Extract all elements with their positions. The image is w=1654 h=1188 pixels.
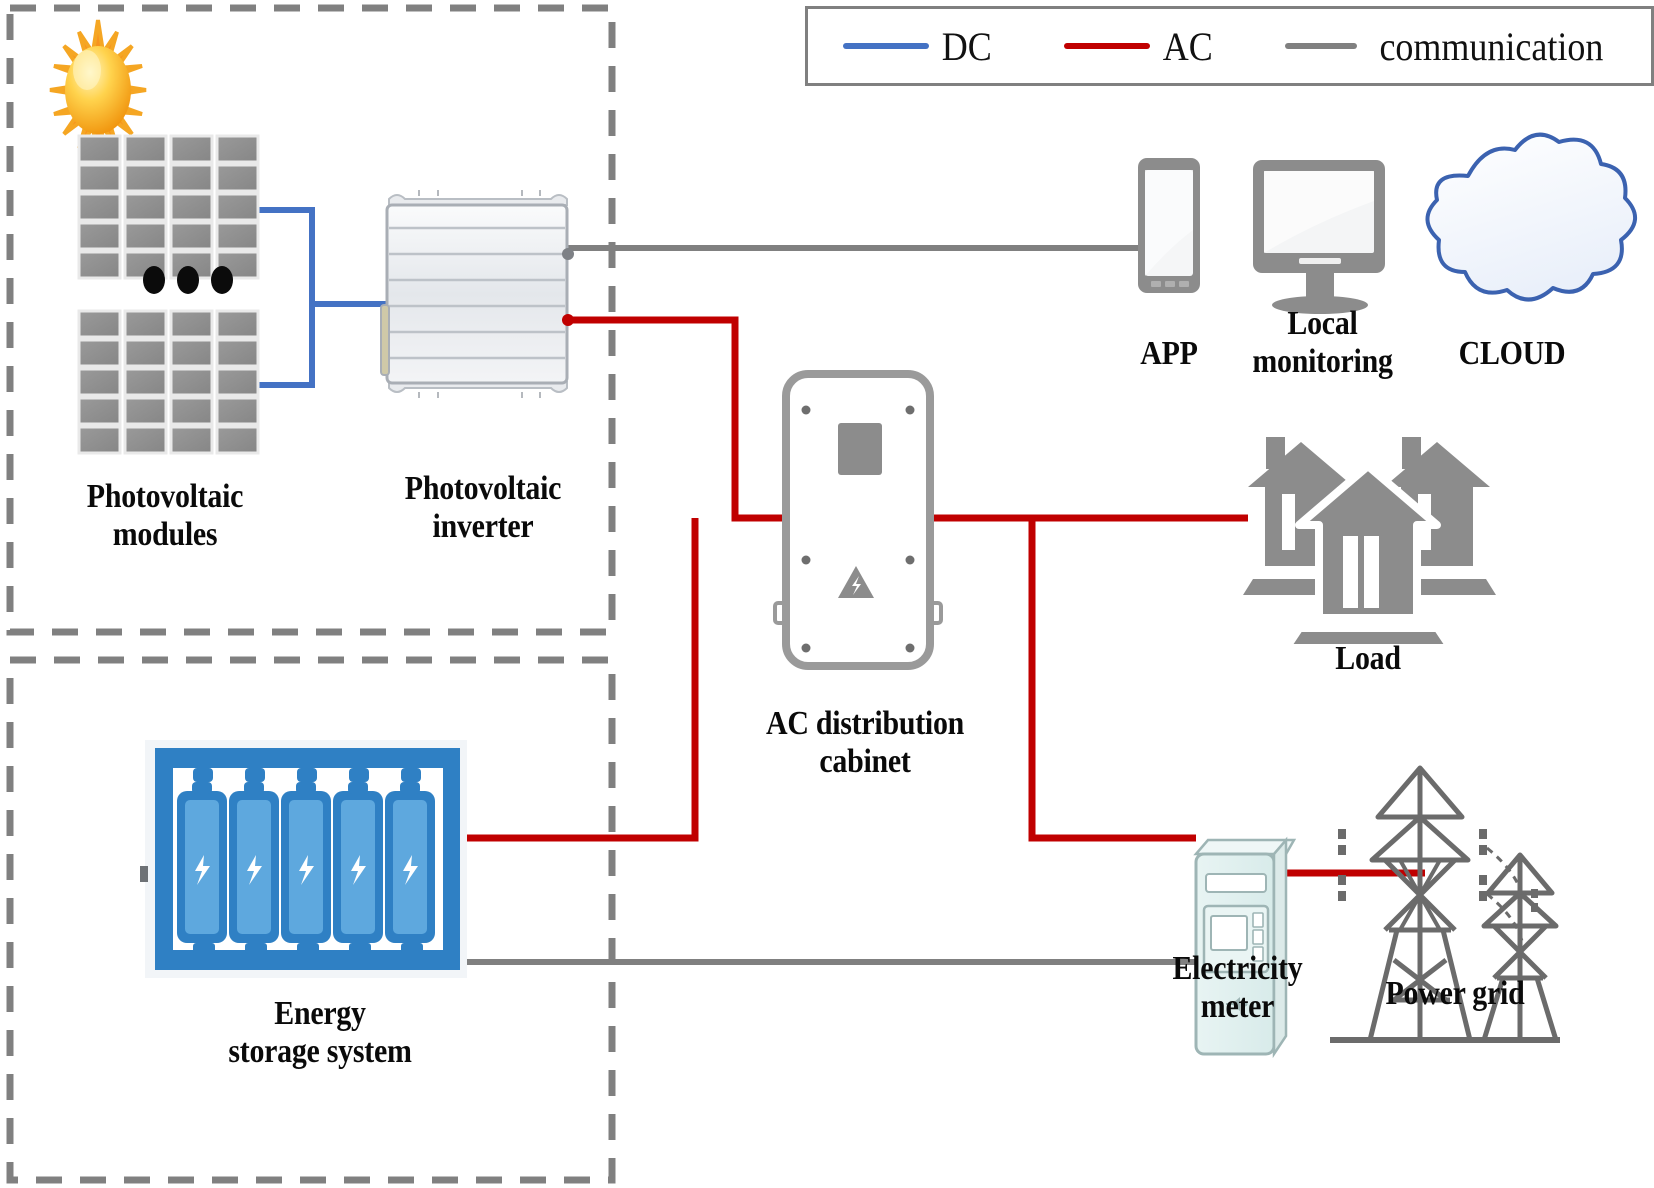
legend-item-communication: communication xyxy=(1285,23,1616,70)
dc-line-swatch xyxy=(842,43,929,49)
communication-line-swatch xyxy=(1285,43,1358,49)
smartphone-icon xyxy=(1138,158,1200,293)
electricity-meter-label-line1: Electricity xyxy=(1172,950,1303,987)
legend: DC AC communication xyxy=(805,6,1654,86)
solar-panel-icon-top xyxy=(77,134,260,280)
legend-label-communication: communication xyxy=(1379,23,1604,69)
comm-wires xyxy=(463,245,1196,965)
cloud-label: CLOUD xyxy=(1428,335,1595,373)
high-voltage-icon xyxy=(838,566,874,598)
dc-wire-pv-to-inverter xyxy=(253,207,386,388)
electricity-meter-label-line2: meter xyxy=(1200,988,1275,1026)
ac-wire-inverter-to-cabinet xyxy=(567,316,786,522)
app-label-text: APP xyxy=(1140,335,1198,372)
ac-wire-storage-to-cabinet xyxy=(463,518,699,842)
sun-icon xyxy=(49,19,147,161)
ac-wire-cabinet-to-meter xyxy=(1028,518,1196,842)
ac-cabinet-label-line1: AC distribution xyxy=(765,705,965,742)
cloud-icon xyxy=(1425,132,1637,302)
legend-label-dc: DC xyxy=(941,23,992,69)
inverter-icon xyxy=(380,190,574,398)
storage-group-box xyxy=(6,656,616,1184)
ac-wires xyxy=(463,316,1425,877)
pv-inverter-label: Photovoltaic inverter xyxy=(373,470,593,546)
ac-line-swatch xyxy=(1064,43,1151,49)
power-grid-label: Power grid xyxy=(1345,975,1565,1013)
pv-modules-label-line1: Photovoltaic xyxy=(86,478,244,515)
solar-panel-icon-bottom xyxy=(77,309,260,455)
ac-cabinet-label-line2: cabinet xyxy=(819,743,911,781)
energy-storage-label-line1: Energy xyxy=(274,995,366,1032)
pv-modules-label-line2: modules xyxy=(112,516,218,554)
energy-storage-label: Energy storage system xyxy=(192,995,447,1071)
pv-modules-label: Photovoltaic modules xyxy=(55,478,275,554)
cloud-label-text: CLOUD xyxy=(1458,335,1566,372)
local-monitoring-label: Local monitoring xyxy=(1224,305,1422,381)
power-grid-label-text: Power grid xyxy=(1385,975,1525,1012)
houses-icon xyxy=(1243,437,1496,650)
battery-rack-icon xyxy=(140,740,467,978)
local-monitoring-label-line2: monitoring xyxy=(1252,343,1393,381)
electricity-meter-label: Electricity meter xyxy=(1139,950,1337,1026)
legend-item-ac: AC xyxy=(1064,23,1216,70)
monitor-icon xyxy=(1253,160,1385,314)
ac-cabinet-label: AC distribution cabinet xyxy=(737,705,992,781)
pv-inverter-label-line2: inverter xyxy=(432,508,534,546)
load-label: Load xyxy=(1298,640,1439,678)
energy-storage-label-line2: storage system xyxy=(228,1033,412,1071)
app-label: APP xyxy=(1107,335,1230,373)
array-ellipsis-icon xyxy=(143,266,233,294)
cabinet-icon xyxy=(773,370,943,670)
legend-item-dc: DC xyxy=(842,23,995,70)
load-label-text: Load xyxy=(1335,640,1401,677)
legend-label-ac: AC xyxy=(1162,23,1213,69)
local-monitoring-label-line1: Local xyxy=(1287,305,1358,342)
pv-inverter-label-line1: Photovoltaic xyxy=(404,470,562,507)
